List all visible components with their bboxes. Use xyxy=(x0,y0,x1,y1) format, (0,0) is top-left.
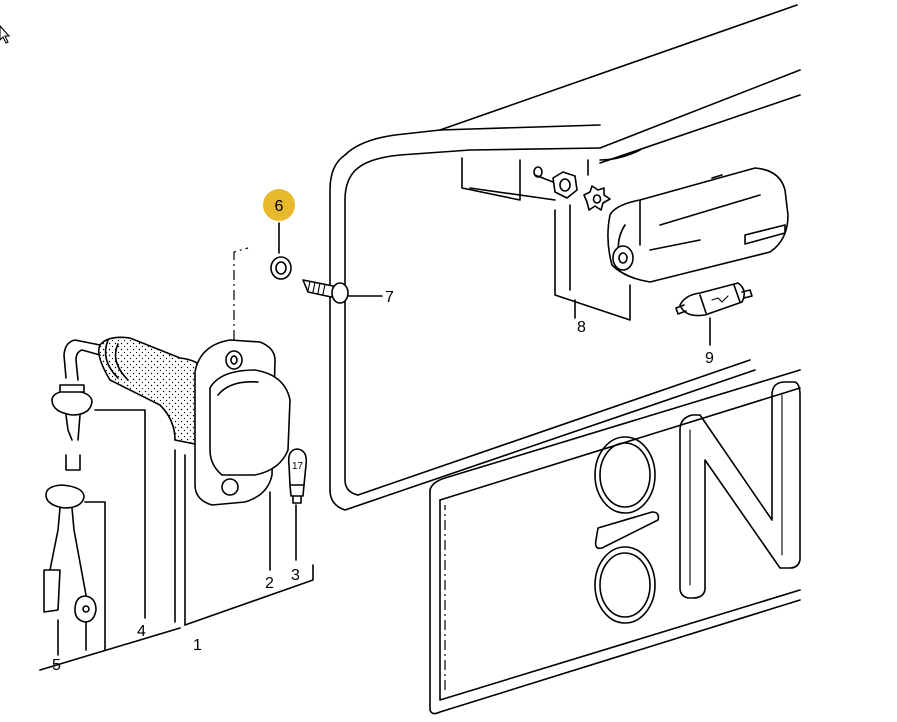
callout-4[interactable]: 4 xyxy=(137,623,146,640)
festoon-bulb-9 xyxy=(675,282,753,346)
callout-2[interactable]: 2 xyxy=(265,575,274,592)
lamp-housing-left xyxy=(43,336,291,623)
callout-8[interactable]: 8 xyxy=(577,319,586,336)
arrow-cursor-icon xyxy=(0,25,11,44)
license-plate xyxy=(429,369,801,715)
leader-lines xyxy=(39,409,314,671)
callout-1[interactable]: 1 xyxy=(193,637,202,654)
callout-6[interactable]: 6 xyxy=(263,189,295,221)
callout-5[interactable]: 5 xyxy=(52,657,61,674)
callout-7[interactable]: 7 xyxy=(385,289,394,306)
lamp-assembly-8 xyxy=(533,166,789,321)
bumper-outline xyxy=(329,4,801,511)
screw-7 xyxy=(302,279,383,304)
callout-6-label: 6 xyxy=(275,198,284,215)
washer-6 xyxy=(270,222,292,280)
bulb-marking: 17 xyxy=(292,461,304,472)
callout-3[interactable]: 3 xyxy=(291,567,300,584)
callout-6-highlight xyxy=(263,189,295,221)
bulb-3: 17 xyxy=(287,448,308,504)
callout-9[interactable]: 9 xyxy=(705,350,714,367)
